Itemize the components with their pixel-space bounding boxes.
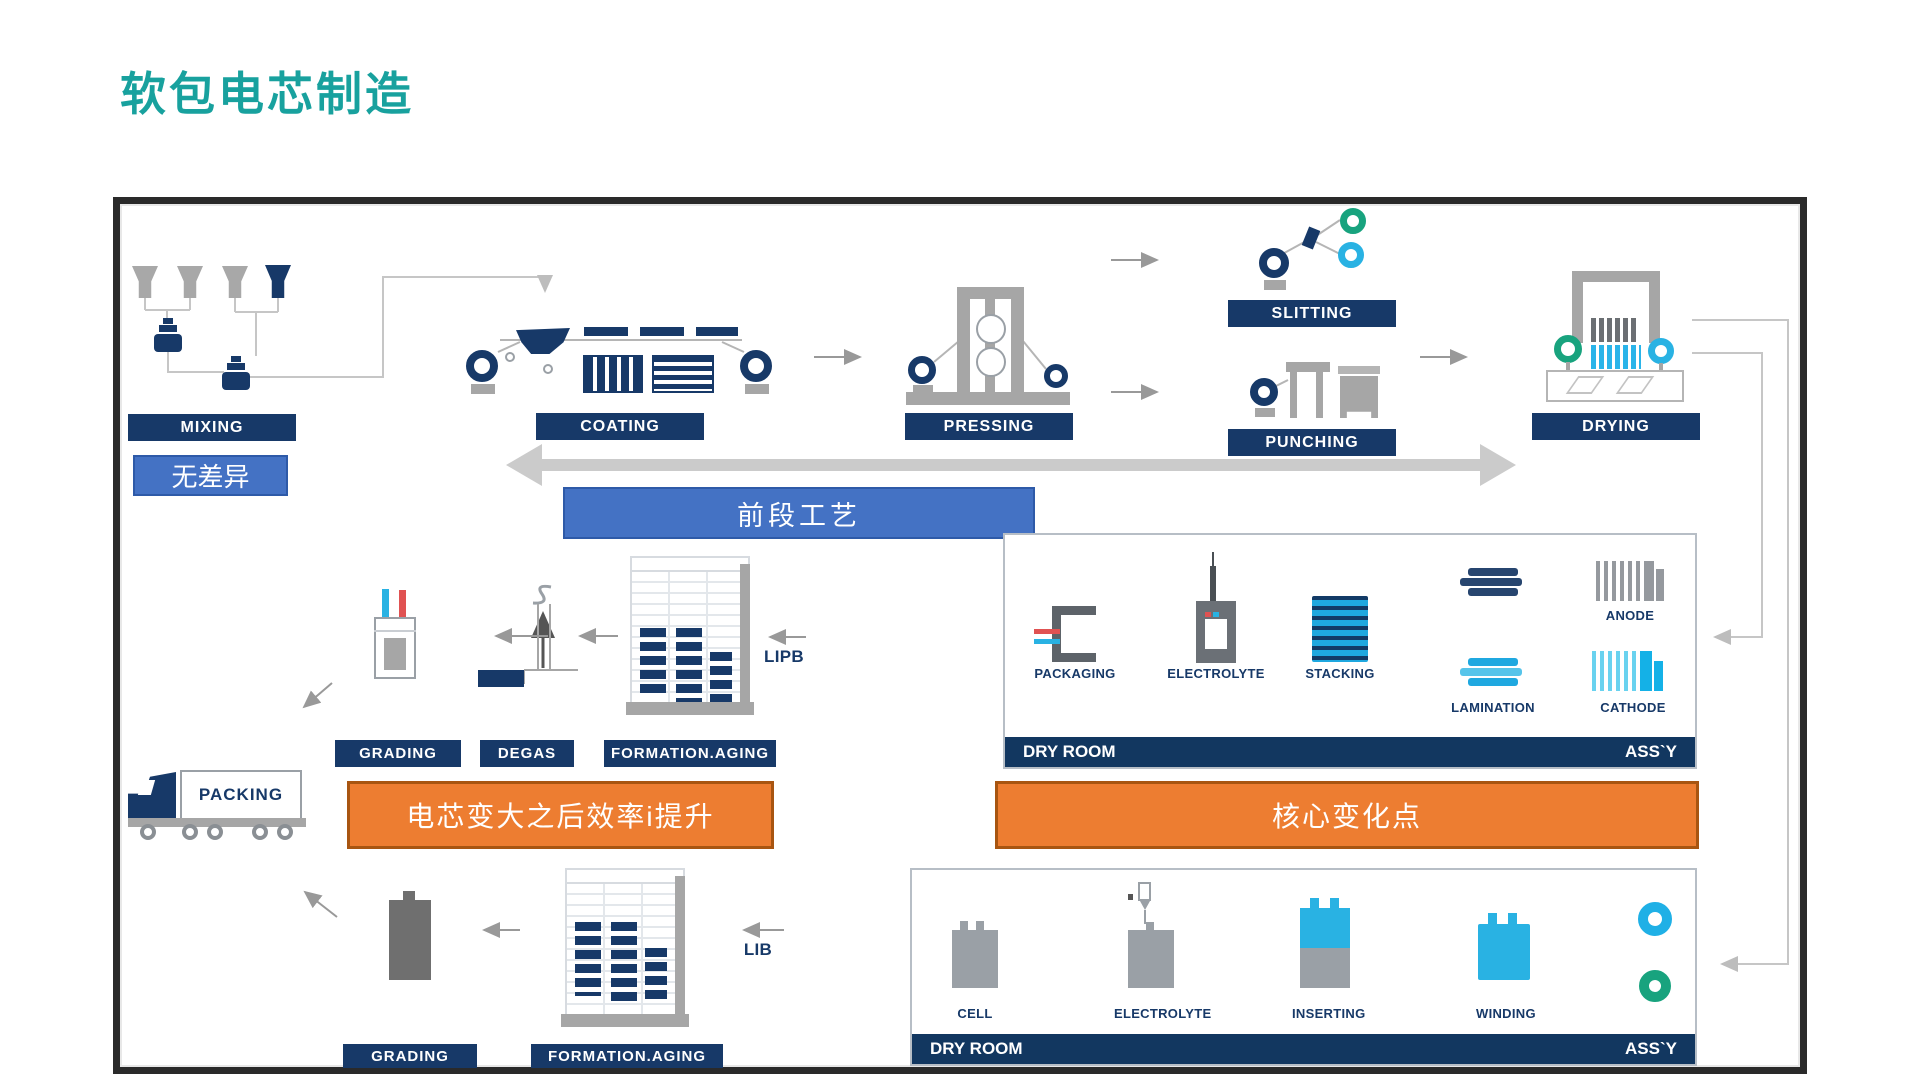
stage-label-coating: COATING: [536, 413, 704, 440]
lib-label: LIB: [743, 940, 773, 959]
cell-label: CELL: [957, 1006, 993, 1021]
dry-room-label-bottom: DRY ROOM: [930, 1039, 1023, 1058]
assembly-top-footer: DRY ROOM ASS`Y: [1005, 737, 1695, 767]
front-process-double-arrow: [506, 444, 1516, 486]
formation-aging-rack-row3: [561, 866, 689, 1030]
annotation-core-change: 核心变化点: [995, 781, 1699, 849]
anode-label: ANODE: [1605, 608, 1655, 623]
stage-label-formation-aging-row2: FORMATION.AGING: [604, 740, 776, 767]
page-title: 软包电芯制造: [120, 68, 414, 120]
grading-cell-dark-icon: [389, 891, 431, 980]
lipb-label: LIPB: [764, 647, 804, 666]
degas-icon: [478, 670, 524, 687]
electrolyte-top-label: ELECTROLYTE: [1167, 666, 1265, 681]
lamination-anode-stack-icon: [1460, 568, 1522, 596]
diagram-frame: [113, 197, 1807, 1074]
assembly-bottom-footer: DRY ROOM ASS`Y: [912, 1034, 1695, 1064]
annotation-efficiency: 电芯变大之后效率i提升: [347, 781, 774, 849]
lamination-cathode-stack-icon: [1460, 658, 1522, 686]
packing-label: PACKING: [198, 785, 284, 804]
packaging-label: PACKAGING: [1034, 666, 1116, 681]
assy-label-bottom: ASS`Y: [1625, 1039, 1677, 1058]
formation-aging-rack: [626, 554, 754, 718]
inserting-label: INSERTING: [1292, 1006, 1366, 1021]
electrolyte-bottom-label: ELECTROLYTE: [1114, 1006, 1212, 1021]
winding-label: WINDING: [1476, 1006, 1536, 1021]
stacking-label: STACKING: [1305, 666, 1375, 681]
stage-label-grading-row3: GRADING: [343, 1044, 477, 1068]
stacking-icon: [1312, 596, 1368, 662]
assy-label-top: ASS`Y: [1625, 742, 1677, 761]
stage-label-grading-row2: GRADING: [335, 740, 461, 767]
winding-roll-green-icon: [1639, 970, 1671, 1002]
winding-roll-cyan-icon: [1638, 902, 1672, 936]
stage-label-punching: PUNCHING: [1228, 429, 1396, 456]
stage-label-pressing: PRESSING: [905, 413, 1073, 440]
cathode-label: CATHODE: [1600, 700, 1666, 715]
dry-room-label-top: DRY ROOM: [1023, 742, 1116, 761]
stage-label-formation-aging-row3: FORMATION.AGING: [531, 1044, 723, 1068]
stage-label-mixing: MIXING: [128, 414, 296, 441]
annotation-front-process: 前段工艺: [563, 487, 1035, 539]
lamination-label: LAMINATION: [1451, 700, 1535, 715]
stage-label-drying: DRYING: [1532, 413, 1700, 440]
stage-label-degas: DEGAS: [480, 740, 574, 767]
stage-label-slitting: SLITTING: [1228, 300, 1396, 327]
annotation-no-difference: 无差异: [133, 455, 288, 496]
